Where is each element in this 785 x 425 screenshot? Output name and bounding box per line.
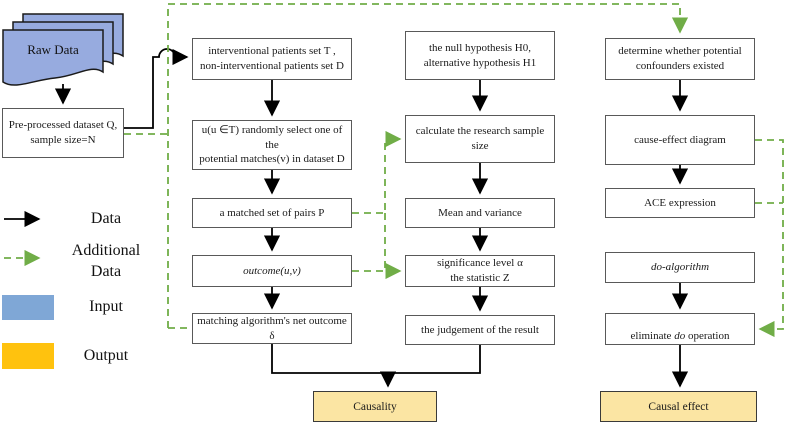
node-eliminate-do: eliminate do operation — [605, 313, 755, 345]
raw-data-document-stack-icon — [2, 13, 124, 86]
legend-input-swatch — [2, 295, 54, 320]
arrow-preprocessed-to-matching — [124, 48, 189, 129]
node-outcome-uv: outcome(u,v) — [192, 255, 352, 287]
node-random-match-select: u(u ∈T) randomly select one of the poten… — [192, 120, 352, 170]
legend-data-label: Data — [90, 210, 122, 227]
green-diagram-to-eliminate — [755, 139, 784, 338]
green-top-rail — [167, 3, 689, 328]
node-ace-expression: ACE expression — [605, 188, 755, 218]
legend-input-label: Input — [89, 298, 123, 315]
additional-data-arrows — [4, 3, 784, 338]
legend-output-swatch — [2, 343, 54, 369]
node-significance-statistic: significance level α the statistic Z — [405, 255, 555, 287]
eliminate-do-pre: eliminate — [630, 330, 675, 342]
raw-data-label: Raw Data — [27, 42, 79, 57]
legend-additional-data-label: Additional Data — [71, 242, 141, 280]
node-cause-effect-diagram: cause-effect diagram — [605, 115, 755, 165]
node-judgement: the judgement of the result — [405, 315, 555, 345]
green-pairs-to-samplesize — [352, 130, 402, 214]
node-null-alt-hypothesis: the null hypothesis H0, alternative hypo… — [405, 31, 555, 80]
eliminate-do-post: operation — [685, 330, 730, 342]
node-do-algorithm: do-algorithm — [605, 252, 755, 283]
node-matched-pairs: a matched set of pairs P — [192, 198, 352, 228]
merge-connector — [271, 344, 481, 374]
preprocessed-dataset-node: Pre-processed dataset Q, sample size=N — [2, 108, 124, 158]
legend-output-label: Output — [83, 347, 129, 364]
node-interventional-sets: interventional patients set T , non-inte… — [192, 38, 352, 80]
causality-output-node: Causality — [313, 391, 437, 422]
node-sample-size: calculate the research sample size — [405, 115, 555, 163]
node-confounders-check: determine whether potential confounders … — [605, 38, 755, 80]
causal-effect-output-node: Causal effect — [600, 391, 757, 422]
eliminate-do-verb: do — [674, 330, 686, 342]
node-mean-variance: Mean and variance — [405, 198, 555, 228]
node-net-outcome-delta: matching algorithm's net outcome δ — [192, 313, 352, 344]
data-arrows — [4, 48, 689, 388]
